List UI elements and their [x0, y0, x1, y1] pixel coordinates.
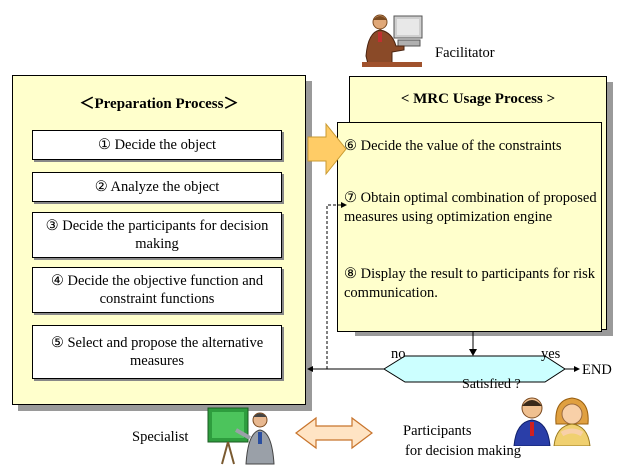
- step-1-decide-object: ① Decide the object: [32, 130, 282, 160]
- step-8-display-result: ⑧ Display the result to participants for…: [344, 266, 595, 301]
- step-2-analyze-object: ② Analyze the object: [32, 172, 282, 202]
- specialist-icon: [207, 407, 275, 465]
- participant-woman-icon: [553, 397, 591, 446]
- double-arrow: [295, 416, 373, 450]
- feedback-arrowhead: [341, 202, 347, 208]
- block-arrow: [307, 122, 347, 176]
- step-6-decide-constraints: ⑥ Decide the value of the constraints: [344, 138, 562, 154]
- preparation-process-title: ＜Preparation Process＞: [79, 96, 239, 112]
- mrc-steps-box: ⑥ Decide the value of the constraints ⑦ …: [337, 122, 602, 332]
- participant-man-icon: [513, 397, 551, 446]
- step-5-select-measures: ⑤ Select and propose the alternative mea…: [32, 325, 282, 379]
- facilitator-icon: [362, 14, 423, 67]
- participants-label-line1: Participants: [403, 423, 472, 439]
- decision-label: Satisfied ?: [462, 377, 521, 392]
- mrc-usage-process-title: < MRC Usage Process >: [400, 91, 556, 107]
- facilitator-label: Facilitator: [435, 45, 495, 61]
- yes-label: yes: [541, 346, 561, 362]
- specialist-label: Specialist: [132, 429, 189, 445]
- step-4-decide-functions: ④ Decide the objective function and cons…: [32, 267, 282, 313]
- mrc-to-decision-arrowhead: [469, 349, 477, 356]
- no-label: no: [391, 346, 406, 362]
- step-7-obtain-combination: ⑦ Obtain optimal combination of proposed…: [344, 190, 597, 225]
- participants-label-line2: for decision making: [405, 443, 521, 459]
- yes-arrowhead: [574, 366, 580, 372]
- feedback-dashed-line: [326, 204, 343, 369]
- end-label: END: [582, 362, 612, 378]
- no-arrowhead: [307, 366, 313, 372]
- step-3-decide-participants: ③ Decide the participants for decision m…: [32, 212, 282, 258]
